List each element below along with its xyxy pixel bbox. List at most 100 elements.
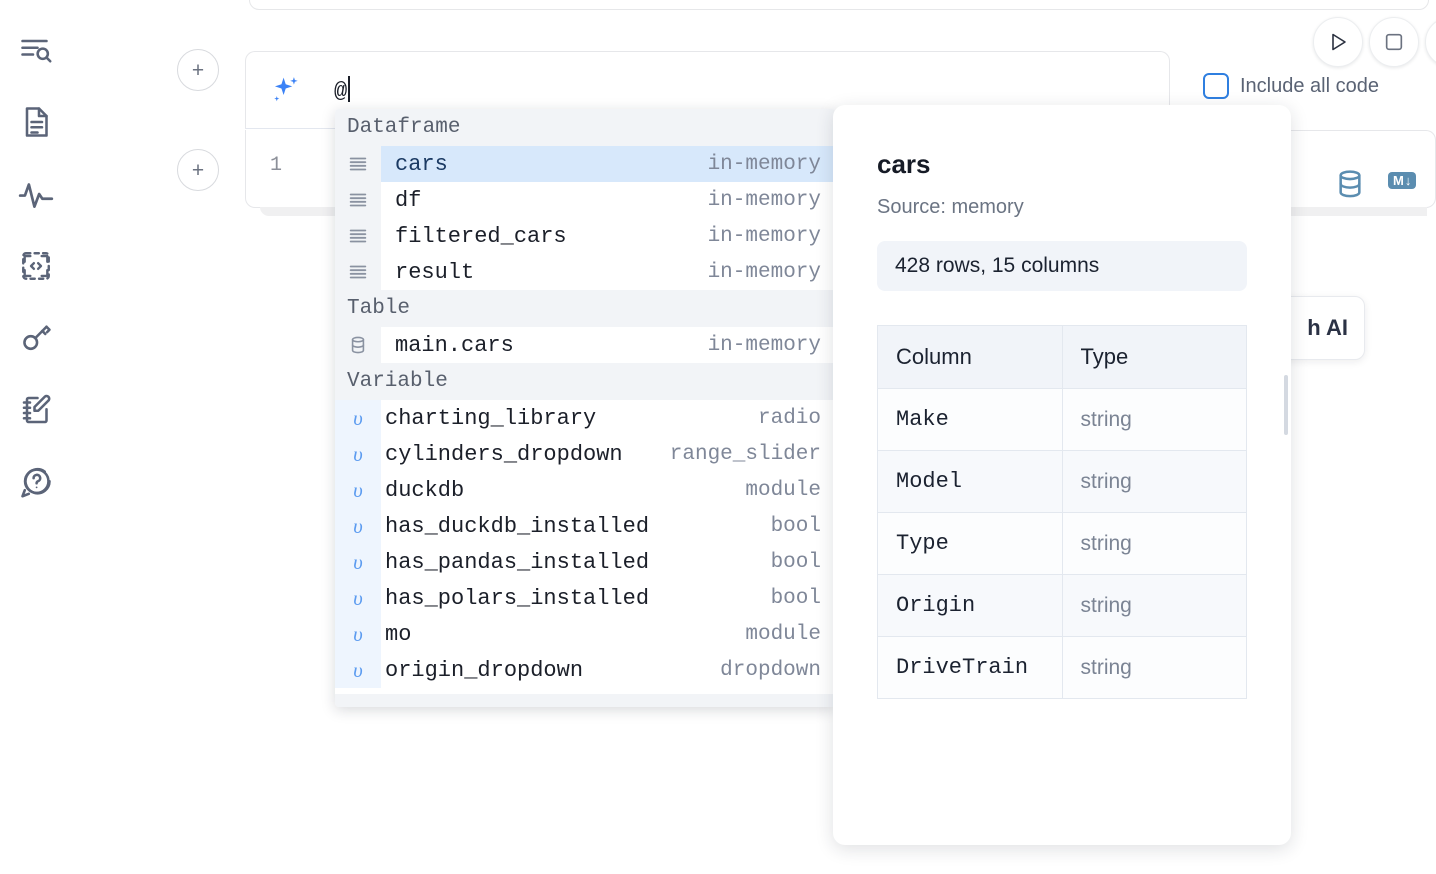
autocomplete-item-type: in-memory [708,189,821,212]
markdown-down-icon[interactable]: M↓ [1388,172,1416,189]
doc-column-name: Make [878,389,1063,451]
include-all-code-checkbox[interactable] [1203,73,1229,99]
autocomplete-item-name: cylinders_dropdown [385,442,623,467]
doc-column-name: DriveTrain [878,637,1063,699]
autocomplete-item-type: bool [771,515,821,538]
autocomplete-section-header: Variable [335,363,835,400]
autocomplete-item-name: cars [395,152,448,177]
upsilon-icon: υ [335,616,381,652]
doc-column-type: string [1062,637,1247,699]
doc-table-row: Modelstring [878,451,1247,513]
dataframe-rows-icon [335,254,381,290]
autocomplete-item-name: filtered_cars [395,224,567,249]
key-icon[interactable] [8,302,64,374]
autocomplete-item-name: main.cars [395,333,514,358]
autocomplete-item[interactable]: υcharting_library radio [335,400,835,436]
doc-column-name: Origin [878,575,1063,637]
scratchpad-edit-icon[interactable] [8,374,64,446]
autocomplete-item-name: result [395,260,474,285]
autocomplete-item[interactable]: υmomodule [335,616,835,652]
autocomplete-item[interactable]: υhas_pandas_installed bool [335,544,835,580]
markdown-label: M [1393,174,1404,187]
doc-column-name: Model [878,451,1063,513]
dataframe-rows-icon [335,146,381,182]
autocomplete-item-name: has_duckdb_installed [385,514,649,539]
line-number: 1 [270,154,282,177]
doc-scrollbar[interactable] [1284,375,1288,435]
autocomplete-item-type: in-memory [708,334,821,357]
autocomplete-item[interactable]: υorigin_dropdown dropdown [335,652,835,688]
autocomplete-item[interactable]: result in-memory [335,254,835,290]
doc-table-header-row: ColumnType [878,326,1247,389]
doc-table-row: Originstring [878,575,1247,637]
doc-table-header-cell: Type [1062,326,1247,389]
cell-above-partial [249,0,1429,10]
dataframe-rows-icon [335,182,381,218]
doc-source: Source: memory [877,196,1247,219]
more-actions-button[interactable] [1425,17,1436,67]
help-chat-icon[interactable] [8,446,64,518]
autocomplete-item-type: bool [771,551,821,574]
autocomplete-item-type: in-memory [708,261,821,284]
activity-pulse-icon[interactable] [8,158,64,230]
autocomplete-item-name: df [395,188,421,213]
autocomplete-item[interactable]: υcylinders_dropdownrange_slider [335,436,835,472]
autocomplete-item-type: module [745,623,821,646]
outline-search-icon[interactable] [8,14,64,86]
run-button[interactable] [1313,17,1363,67]
autocomplete-section-header: Dataframe [335,109,835,146]
autocomplete-item-name: duckdb [385,478,464,503]
add-cell-button-bottom[interactable]: + [177,149,219,191]
upsilon-icon: υ [335,472,381,508]
autocomplete-item-type: bool [771,587,821,610]
doc-column-type: string [1062,513,1247,575]
autocomplete-item-name: has_pandas_installed [385,550,649,575]
upsilon-icon: υ [335,400,381,436]
add-cell-button-top[interactable]: + [177,49,219,91]
doc-title: cars [877,149,1247,180]
doc-columns-table: ColumnType MakestringModelstringTypestri… [877,325,1247,699]
documentation-panel: cars Source: memory 428 rows, 15 columns… [833,105,1291,845]
autocomplete-item-name: charting_library [385,406,596,431]
autocomplete-item[interactable]: df in-memory [335,182,835,218]
autocomplete-item-type: range_slider [670,443,821,466]
upsilon-icon: υ [335,652,381,688]
include-all-code-label: Include all code [1240,75,1379,98]
autocomplete-item-name: origin_dropdown [385,658,583,683]
doc-column-name: Type [878,513,1063,575]
autocomplete-item-type: radio [758,407,821,430]
autocomplete-item[interactable]: carsin-memory [335,146,835,182]
autocomplete-item[interactable]: filtered_cars in-memory [335,218,835,254]
autocomplete-dropdown: Dataframecarsin-memorydfin-memoryfiltere… [335,109,835,707]
ai-prompt-value: @ [334,79,347,104]
autocomplete-item-type: module [745,479,821,502]
autocomplete-item-type: in-memory [708,225,821,248]
code-snippet-icon[interactable] [8,230,64,302]
doc-table-header-cell: Column [878,326,1063,389]
ai-prompt-input[interactable]: @ [334,76,350,104]
file-text-icon[interactable] [8,86,64,158]
autocomplete-item[interactable]: υduckdb module [335,472,835,508]
sparkle-icon [268,74,302,108]
doc-table-row: DriveTrainstring [878,637,1247,699]
doc-shape-badge: 428 rows, 15 columns [877,241,1247,291]
upsilon-icon: υ [335,544,381,580]
doc-table-row: Makestring [878,389,1247,451]
upsilon-icon: υ [335,580,381,616]
upsilon-icon: υ [335,508,381,544]
stop-button[interactable] [1369,17,1419,67]
database-icon [335,327,381,363]
database-icon[interactable] [1334,168,1366,205]
autocomplete-section-header: Table [335,290,835,327]
autocomplete-clipped-edge [335,694,835,707]
autocomplete-item[interactable]: υhas_duckdb_installed bool [335,508,835,544]
autocomplete-item[interactable]: main.cars in-memory [335,327,835,363]
doc-table-row: Typestring [878,513,1247,575]
autocomplete-item-type: dropdown [720,659,821,682]
include-all-code-row[interactable]: Include all code [1203,73,1379,99]
left-icon-rail [0,0,72,874]
doc-column-type: string [1062,575,1247,637]
autocomplete-item-name: has_polars_installed [385,586,649,611]
autocomplete-item[interactable]: υhas_polars_installed bool [335,580,835,616]
